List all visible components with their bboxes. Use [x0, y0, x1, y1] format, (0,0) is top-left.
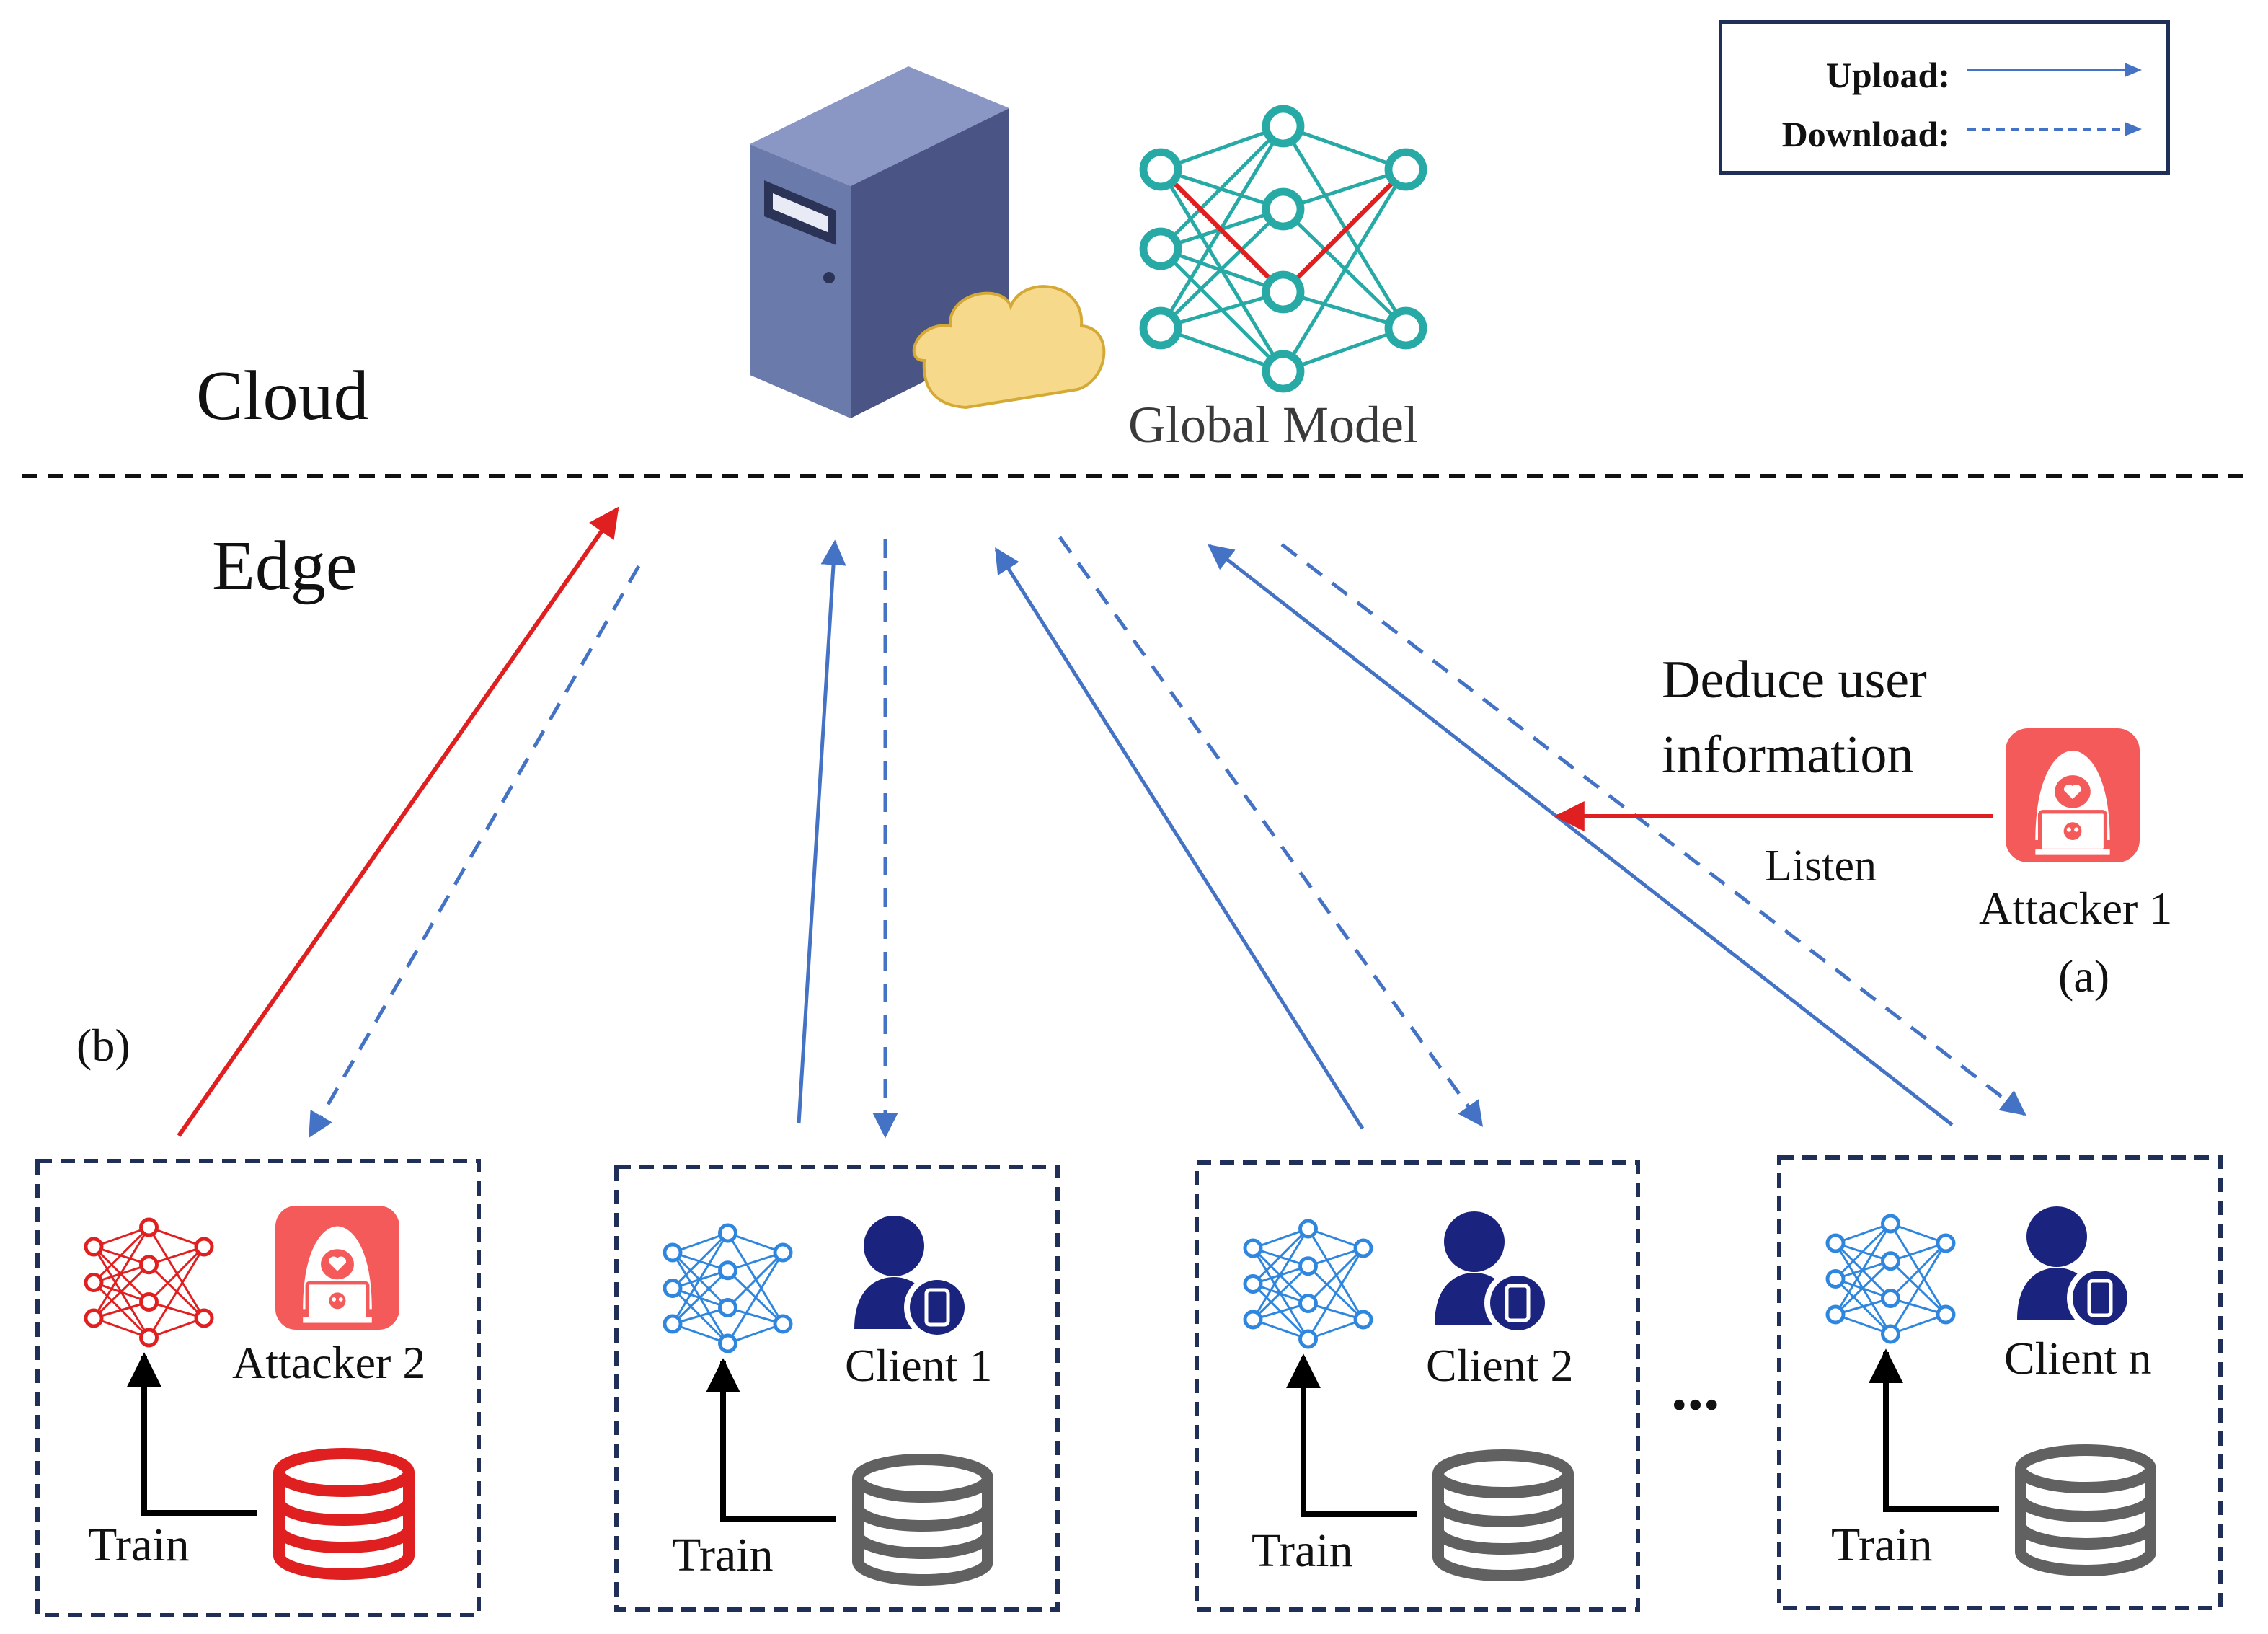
node-name-label: Client n	[2004, 1333, 2152, 1384]
client-n-upload-arrow	[1208, 544, 1954, 1126]
deduce-label-line2: information	[1662, 725, 1914, 785]
dashed-arrow-icon	[1967, 122, 2142, 136]
client-user-icon	[854, 1216, 970, 1341]
train-label: Train	[1831, 1519, 1933, 1571]
cloud-layer-label: Cloud	[196, 357, 369, 435]
solid-arrow-icon	[1967, 63, 2142, 77]
legend-upload-label: Upload:	[1825, 55, 1950, 95]
client-node	[1195, 1160, 1640, 1612]
deduce-label-line1: Deduce user	[1662, 650, 1927, 710]
client-n-download-arrow	[1280, 543, 2026, 1116]
more-clients-ellipsis: ...	[1671, 1352, 1720, 1423]
local-model-network-icon	[84, 1217, 214, 1348]
node-name-label: Client 1	[845, 1340, 993, 1391]
client-1-upload-arrow	[797, 539, 846, 1124]
client-2-upload-arrow	[994, 547, 1365, 1130]
edge-nodes	[35, 1155, 2223, 1617]
node-name-label: Client 2	[1426, 1340, 1574, 1391]
attack-b-tag: (b)	[76, 1020, 130, 1071]
client-2-download-arrow	[1058, 536, 1484, 1127]
listen-label: Listen	[1765, 842, 1877, 891]
legend: Upload: Download:	[1719, 20, 2170, 175]
train-arrow	[706, 1358, 836, 1522]
database-icon	[1432, 1449, 1574, 1581]
attacker-2-upload-arrow	[177, 506, 619, 1137]
attacker-node	[35, 1159, 481, 1617]
train-label: Train	[88, 1519, 190, 1571]
client-user-icon	[2017, 1206, 2133, 1331]
database-icon	[273, 1448, 415, 1580]
local-model-network-icon	[1825, 1214, 1956, 1344]
legend-download-label: Download:	[1781, 114, 1950, 154]
train-arrow	[127, 1352, 257, 1516]
attacker-2-hacker-icon	[275, 1206, 399, 1330]
hacker-icon	[2006, 728, 2140, 862]
node-name-label: Attacker 2	[232, 1337, 426, 1388]
client-node	[614, 1165, 1060, 1612]
attacker-1-label: Attacker 1	[1979, 883, 2173, 934]
legend-download-row: Download:	[1722, 105, 2166, 162]
database-icon	[852, 1454, 993, 1586]
cloud-icon	[912, 285, 1106, 410]
train-arrow	[1286, 1353, 1417, 1517]
global-model-network	[1139, 105, 1427, 393]
neural-network-icon	[1139, 105, 1427, 393]
global-model-label: Global Model	[1128, 396, 1418, 454]
communication-arrows	[177, 506, 2026, 1139]
local-model-network-icon	[1243, 1219, 1373, 1349]
train-label: Train	[1252, 1524, 1353, 1577]
attacker-2-download-arrow	[308, 565, 641, 1139]
attack-a-tag: (a)	[2058, 950, 2110, 1002]
database-icon	[2015, 1444, 2156, 1576]
train-label: Train	[672, 1529, 774, 1581]
legend-upload-row: Upload:	[1722, 45, 2166, 103]
client-user-icon	[1435, 1211, 1551, 1336]
edge-layer-label: Edge	[212, 527, 358, 605]
local-model-network-icon	[663, 1223, 793, 1353]
attacker-1-hacker-icon	[2006, 728, 2140, 862]
train-arrow	[1869, 1348, 1999, 1512]
client-node	[1777, 1155, 2223, 1610]
